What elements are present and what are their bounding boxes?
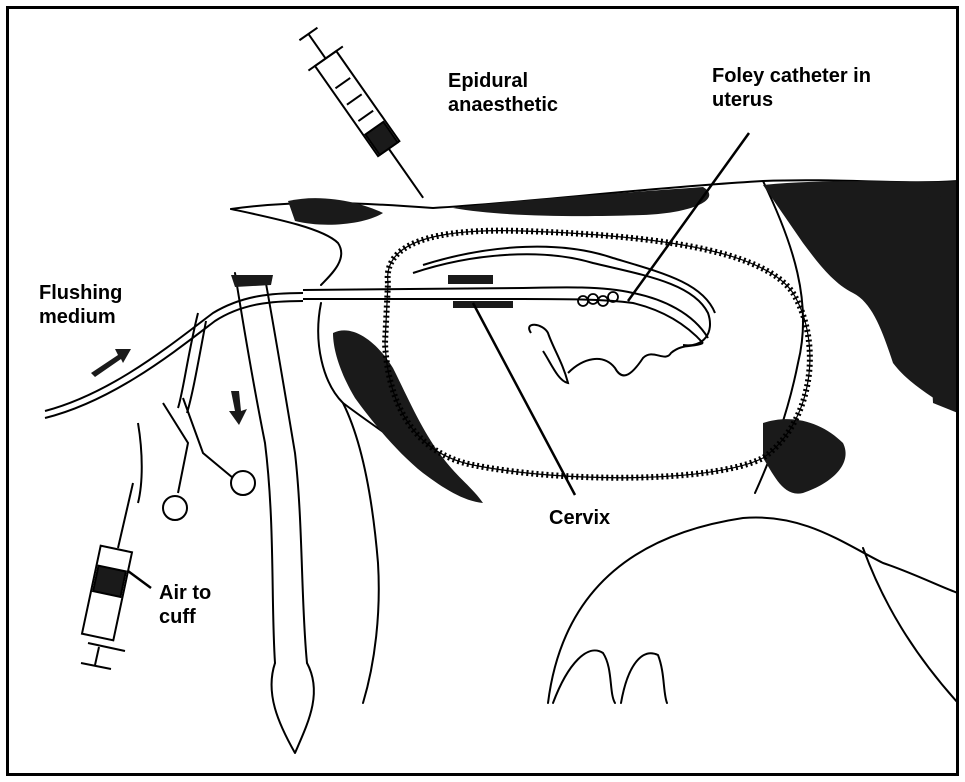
- label-air-to-cuff: Air to cuff: [159, 581, 239, 629]
- label-cervix: Cervix: [549, 506, 639, 530]
- tail-outline-right: [265, 278, 307, 663]
- label-epidural-anaesthetic: Epidural anaesthetic: [448, 69, 633, 117]
- ovary-left: [529, 325, 568, 383]
- air-syringe: [81, 483, 133, 669]
- cow-rear-illustration: [9, 9, 959, 776]
- leg-front-outline: [863, 548, 958, 703]
- teat-outline: [621, 653, 667, 703]
- label-flushing-medium: Flushing medium: [39, 281, 159, 329]
- epidural-syringe: [291, 22, 440, 210]
- tail-switch: [272, 663, 314, 753]
- catheter-tube: [303, 287, 708, 338]
- pelvic-outline: [385, 231, 810, 478]
- tail-outline-left: [235, 273, 275, 663]
- cuff-tube: [178, 313, 198, 408]
- oviduct: [568, 343, 703, 375]
- diagram-frame: Epidural anaesthetic Foley catheter in u…: [6, 6, 959, 776]
- cervix-rings: [448, 275, 513, 308]
- label-foley-catheter: Foley catheter in uterus: [712, 64, 922, 112]
- coat-patches: [231, 181, 958, 503]
- udder-outline: [553, 650, 615, 703]
